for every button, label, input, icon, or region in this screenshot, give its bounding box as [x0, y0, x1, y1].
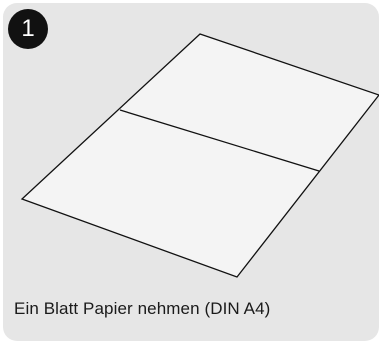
- step-caption: Ein Blatt Papier nehmen (DIN A4): [14, 299, 271, 318]
- paper-sheet-illustration: [20, 33, 379, 278]
- step-number-badge: 1: [8, 9, 48, 49]
- step-number: 1: [21, 15, 35, 42]
- paper-sheet: [20, 33, 379, 278]
- step-card: 1 Ein Blatt Papier nehmen (DIN A4): [3, 3, 379, 341]
- paper-fold-line: [119, 109, 320, 172]
